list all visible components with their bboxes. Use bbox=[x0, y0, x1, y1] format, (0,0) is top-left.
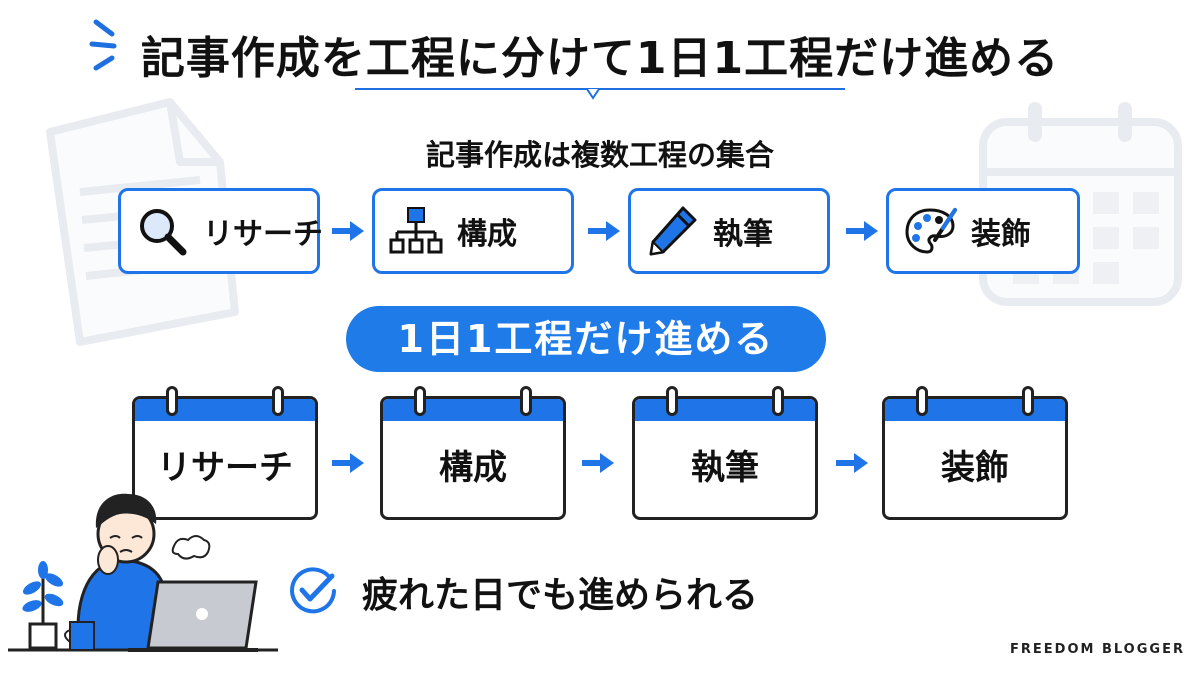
calendar-ring bbox=[666, 386, 678, 416]
step-box-structure: 構成 bbox=[372, 188, 574, 274]
arrow-right-icon bbox=[836, 453, 868, 473]
calendar-ring bbox=[272, 386, 284, 416]
calendar-research: リサーチ bbox=[132, 386, 318, 520]
calendar-ring bbox=[166, 386, 178, 416]
title-underline bbox=[355, 88, 845, 90]
step-label: リサーチ bbox=[203, 217, 323, 252]
tired-person-illustration bbox=[8, 493, 278, 652]
calendar-ring bbox=[520, 386, 532, 416]
calendar-ring bbox=[414, 386, 426, 416]
title-underline-notch bbox=[586, 88, 600, 100]
arrow-right-icon bbox=[588, 221, 620, 241]
calendar-ring bbox=[916, 386, 928, 416]
magnifier-icon bbox=[140, 209, 187, 256]
pen-icon bbox=[649, 206, 697, 256]
step-box-decoration: 装飾 bbox=[886, 188, 1080, 274]
calendar-decoration: 装飾 bbox=[882, 386, 1068, 520]
step-box-research: リサーチ bbox=[118, 188, 323, 274]
calendar-ring bbox=[1022, 386, 1034, 416]
brand-watermark: FREEDOM BLOGGER bbox=[1010, 642, 1185, 657]
arrow-right-icon bbox=[582, 453, 614, 473]
calendar-ring bbox=[772, 386, 784, 416]
step-box-writing: 執筆 bbox=[628, 188, 830, 274]
benefit-text: 疲れた日でも進められる bbox=[362, 575, 759, 616]
step-label: 執筆 bbox=[713, 217, 773, 252]
diagram-subtitle: 記事作成は複数工程の集合 bbox=[425, 138, 774, 172]
calendar-writing: 執筆 bbox=[632, 386, 818, 520]
sparkle-accent-icon bbox=[89, 19, 117, 71]
calendar-label: 執筆 bbox=[691, 448, 759, 488]
calendar-label: リサーチ bbox=[157, 448, 293, 488]
step-label: 構成 bbox=[457, 217, 517, 252]
arrow-right-icon bbox=[332, 221, 364, 241]
page-title: 記事作成を工程に分けて1日1工程だけ進める bbox=[140, 33, 1060, 84]
calendar-structure: 構成 bbox=[380, 386, 566, 520]
structure-icon bbox=[389, 207, 443, 254]
arrow-right-icon bbox=[846, 221, 878, 241]
calendar-label: 装飾 bbox=[941, 448, 1009, 488]
check-circle-icon bbox=[290, 567, 336, 614]
daily-step-pill: 1日1工程だけ進める bbox=[346, 306, 826, 372]
calendar-label: 構成 bbox=[439, 448, 507, 488]
step-label: 装飾 bbox=[971, 217, 1031, 252]
palette-icon bbox=[905, 208, 957, 254]
arrow-right-icon bbox=[332, 453, 364, 473]
